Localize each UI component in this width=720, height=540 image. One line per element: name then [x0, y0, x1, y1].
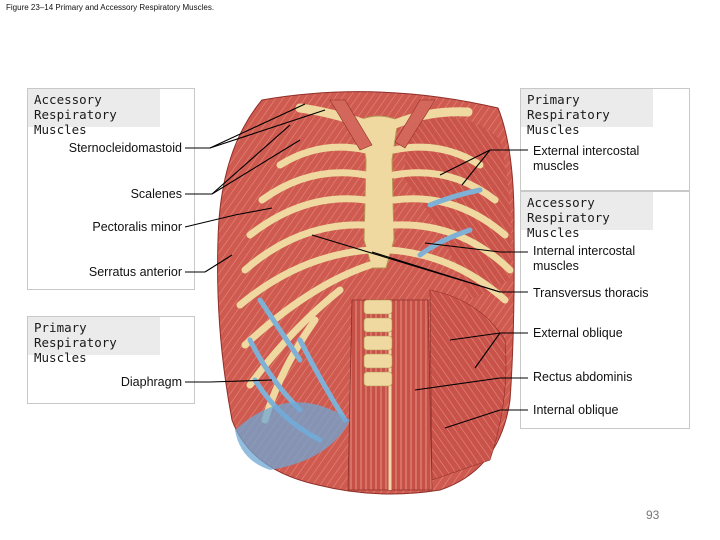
page-number: 93 — [646, 508, 660, 522]
label-transversus-thoracis: Transversus thoracis — [533, 286, 649, 300]
left-accessory-heading: Accessory Respiratory Muscles — [28, 89, 160, 137]
right-accessory-heading: Accessory Respiratory Muscles — [521, 192, 653, 240]
label-diaphragm: Diaphragm — [120, 375, 182, 389]
label-sternocleidomastoid: Sternocleidomastoid — [68, 141, 182, 155]
label-internal-oblique: Internal oblique — [533, 403, 619, 417]
diaphragm-shape — [235, 402, 350, 470]
label-external-intercostal: External intercostal muscles — [533, 144, 640, 173]
sternocleidomastoid-shape — [329, 99, 373, 151]
left-accessory-box: Accessory Respiratory Muscles — [27, 88, 195, 290]
right-primary-heading: Primary Respiratory Muscles — [521, 89, 653, 137]
label-external-oblique: External oblique — [533, 326, 623, 340]
label-scalenes: Scalenes — [130, 187, 182, 201]
label-serratus-anterior: Serratus anterior — [88, 265, 182, 279]
label-internal-intercostal: Internal intercostal muscles — [533, 244, 636, 273]
right-primary-box: Primary Respiratory Muscles — [520, 88, 690, 191]
figure-title: Figure 23–14 Primary and Accessory Respi… — [6, 3, 215, 12]
left-primary-heading: Primary Respiratory Muscles — [28, 317, 160, 365]
left-primary-box: Primary Respiratory Muscles — [27, 316, 195, 404]
right-accessory-box: Accessory Respiratory Muscles — [520, 191, 690, 429]
label-pectoralis-minor: Pectoralis minor — [92, 220, 182, 234]
label-rectus-abdominis: Rectus abdominis — [533, 370, 633, 384]
